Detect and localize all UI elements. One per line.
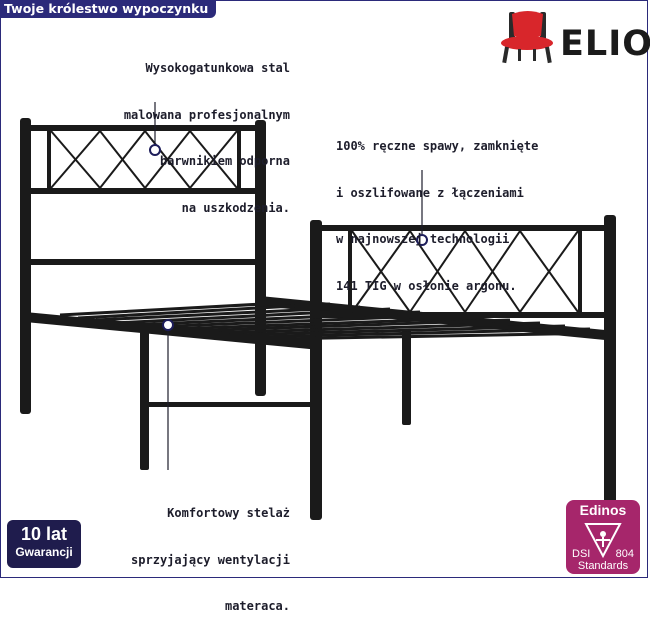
brand-logo-text: ELIOR: [560, 24, 650, 64]
footboard-rail-top: [318, 225, 610, 231]
footboard-post-left: [310, 220, 322, 520]
leg-brace: [145, 402, 315, 407]
leader-lines: [154, 102, 423, 470]
annotation-welding-line-4: 141 TIG w osłonie argonu.: [336, 278, 517, 293]
annotation-welding-line-3: w najnowszej technologii: [336, 232, 510, 246]
edinos-badge: Edinos DSI 804 Standards: [566, 500, 640, 574]
bed-slats: [59, 300, 606, 341]
side-rail-left: [25, 312, 320, 350]
banner-title: Twoje królestwo wypoczynku: [0, 0, 217, 18]
annotation-headboard-line-4: na uszkodzenia.: [181, 200, 290, 215]
marker-headboard: [149, 144, 161, 156]
marker-frame: [162, 319, 174, 331]
headboard-rail-mid: [28, 188, 260, 194]
annotation-welding-line-1: 100% ręczne spawy, zamknięte: [336, 139, 539, 153]
edinos-right-label: 804: [615, 548, 634, 560]
center-leg-right: [402, 330, 411, 425]
headboard-rail-low: [28, 259, 260, 265]
annotation-frame-line-3: materaca.: [224, 599, 290, 613]
edinos-bottom-label: Standards: [577, 560, 629, 572]
headboard-post-left: [20, 118, 31, 414]
warranty-label: Gwarancji: [15, 545, 73, 559]
page-frame: [0, 0, 648, 578]
annotation-welding: 100% ręczne spawy, zamknięte i oszlifowa…: [336, 108, 586, 310]
annotation-headboard-line-3: barwnikiem odporna: [159, 154, 290, 168]
headboard-rail-top: [28, 125, 260, 131]
annotation-headboard-line-2: malowana profesjonalnym: [123, 107, 290, 122]
annotation-welding-line-2: i oszlifowane z łączeniami: [336, 185, 524, 200]
headboard-diamonds: [50, 130, 238, 189]
footboard-post-right: [604, 215, 616, 515]
warranty-years: 10 lat: [20, 524, 68, 544]
annotation-headboard-line-1: Wysokogatunkowa stal: [145, 61, 291, 75]
annotation-headboard: Wysokogatunkowa stal malowana profesjona…: [70, 30, 290, 232]
edinos-title: Edinos: [579, 502, 627, 518]
markers: [149, 144, 428, 331]
bed-illustration: [20, 102, 616, 520]
annotation-frame-line-2: sprzyjający wentylacji: [131, 552, 290, 567]
marker-welding: [416, 234, 428, 246]
annotation-frame-line-1: Komfortowy stelaż: [167, 506, 290, 520]
footboard-rail-bottom: [318, 312, 610, 318]
edinos-left-label: DSI: [572, 548, 591, 560]
edinos-emblem-icon: [584, 523, 622, 559]
warranty-badge: 10 lat Gwarancji: [7, 520, 81, 568]
annotation-frame: Komfortowy stelaż sprzyjający wentylacji…: [80, 475, 290, 630]
center-leg-left: [140, 330, 149, 470]
